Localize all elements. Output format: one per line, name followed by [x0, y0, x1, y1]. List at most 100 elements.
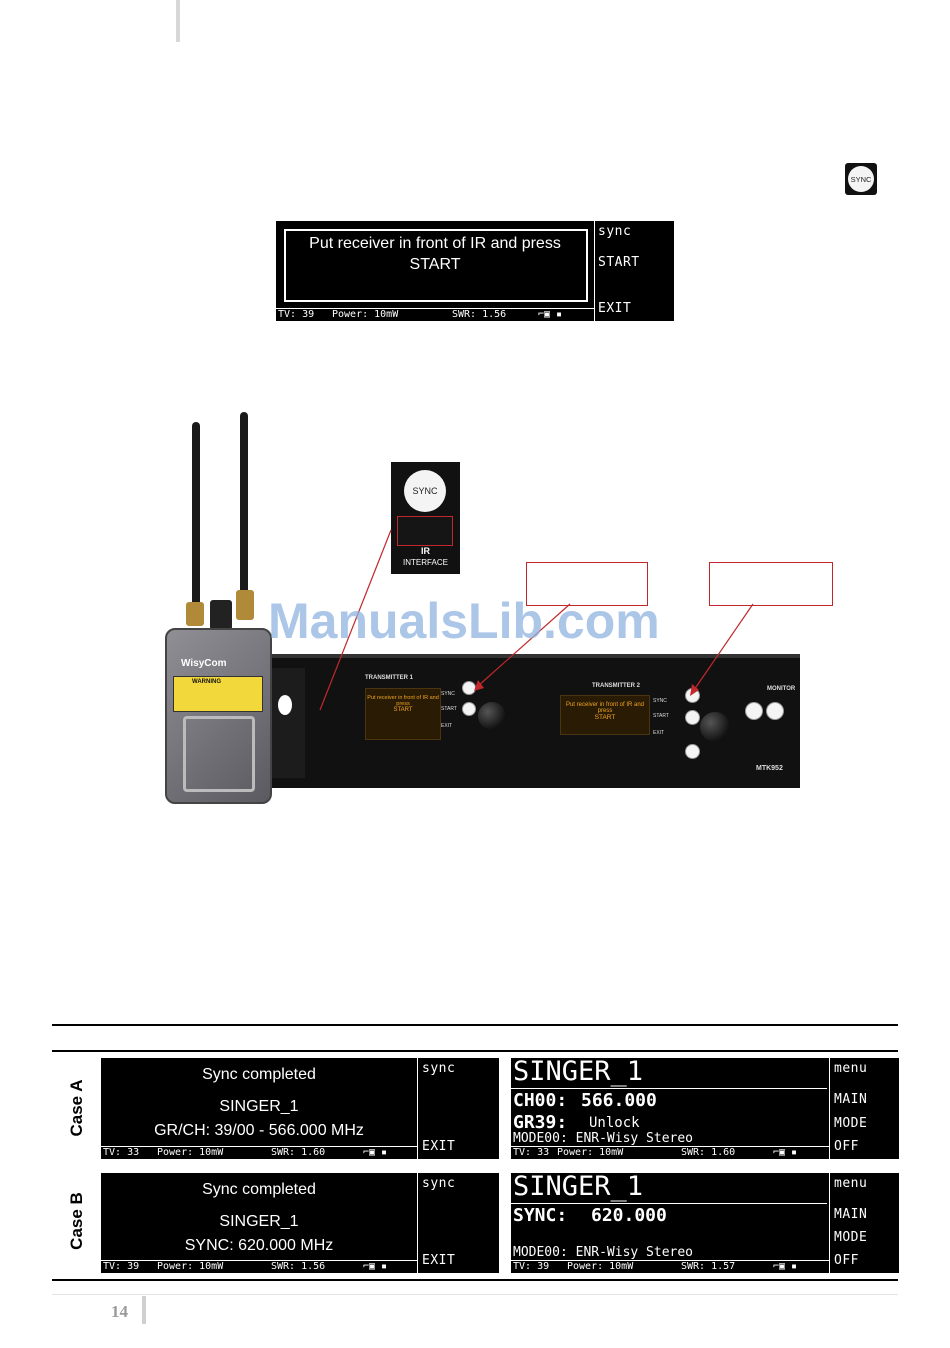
transmitter2-knob [700, 712, 730, 742]
status-divider [276, 308, 594, 309]
ir-window [397, 516, 453, 546]
footer-rule [52, 1294, 898, 1295]
transmitter2-button-mid [685, 710, 700, 725]
case-b-menu-main: MAIN [834, 1207, 868, 1222]
case-b-status-power: Power: 10mW [157, 1261, 224, 1272]
case-a-menu-main: MAIN [834, 1092, 868, 1107]
status-icons: ⌐▣ ▪ [538, 309, 563, 320]
sync-message-line2: START [409, 256, 461, 273]
transmitter2-msg-line2: START [594, 714, 616, 721]
arrow-transmitter2 [693, 603, 754, 691]
case-a-status-icons: ⌐▣ ▪ [363, 1147, 388, 1158]
case-a-line2: SINGER_1 [219, 1098, 299, 1115]
case-b-main-status-divider [511, 1260, 829, 1261]
case-a-row3: MODE00: ENR-Wisy Stereo [513, 1131, 694, 1146]
case-b-main-status-swr: SWR: 1.57 [681, 1261, 736, 1272]
case-b-row1-key: SYNC: [513, 1205, 568, 1226]
ir-interface-label: INTERFACE [403, 558, 448, 567]
sync-message-line1: Put receiver in front of IR and press [309, 235, 561, 252]
case-b-menu-column [829, 1173, 900, 1273]
case-b-name-underline [511, 1203, 827, 1204]
header-divider [176, 0, 180, 42]
case-b-line1: Sync completed [202, 1181, 316, 1198]
monitor-button-2 [766, 702, 784, 720]
case-a-row2-key: GR39: [513, 1112, 568, 1133]
case-a-status-power: Power: 10mW [157, 1147, 224, 1158]
warning-label: WARNING [192, 679, 221, 685]
sync-button-icon: SYNC [845, 163, 877, 195]
case-a-row1-key: CH00: [513, 1090, 568, 1111]
case-b-softkey-title: sync [422, 1176, 456, 1191]
case-a-main-status-tv: TV: 33 [513, 1147, 550, 1158]
case-a-status-divider [101, 1146, 417, 1147]
case-b-row1-val: 620.000 [591, 1205, 667, 1226]
status-swr: SWR: 1.56 [452, 309, 507, 320]
case-b-main-status-power: Power: 10mW [567, 1261, 634, 1272]
case-a-name: SINGER_1 [513, 1056, 644, 1087]
arrow-transmitter1 [477, 603, 571, 687]
case-a-main-screen: SINGER_1 CH00: 566.000 GR39: Unlock MODE… [511, 1056, 900, 1159]
table-bottom-rule [52, 1279, 898, 1281]
case-b-status-icons: ⌐▣ ▪ [363, 1261, 388, 1272]
arrowhead-transmitter1 [474, 680, 484, 691]
case-a-status-swr: SWR: 1.60 [271, 1147, 326, 1158]
case-a-row2-val: Unlock [589, 1115, 640, 1131]
case-b-sync-screen: Sync completed SINGER_1 SYNC: 620.000 MH… [101, 1173, 499, 1273]
case-a-menu-column [829, 1058, 900, 1159]
case-a-main-status-power: Power: 10mW [557, 1147, 624, 1158]
transmitter2-label: TRANSMITTER 2 [592, 683, 640, 689]
case-b-name: SINGER_1 [513, 1171, 644, 1202]
monitor-button-3 [745, 702, 763, 720]
case-b-line3: SYNC: 620.000 MHz [184, 1237, 334, 1254]
transmitter1-knob [478, 702, 506, 730]
softkey-title: sync [598, 224, 632, 239]
case-a-menu-title: menu [834, 1061, 868, 1076]
receiver-knob [210, 600, 232, 630]
inset-sync-label: SYNC [412, 486, 438, 496]
arrowhead-transmitter2 [690, 684, 699, 696]
antenna-connector-left [186, 602, 204, 626]
transmitter2-display: Put receiver in front of IR and press ST… [560, 695, 650, 735]
transmitter1-label: TRANSMITTER 1 [365, 675, 413, 681]
softkey-exit: EXIT [598, 301, 632, 316]
table-header-rule [52, 1050, 898, 1052]
status-power: Power: 10mW [332, 309, 399, 320]
case-a-label: Case A [67, 1079, 86, 1137]
softkey-column [594, 221, 675, 321]
antenna-connector-right [236, 590, 254, 620]
arrow-ir-to-sync [319, 529, 392, 711]
sync-icon-label: SYNC [850, 174, 872, 184]
case-a-main-status-icons: ⌐▣ ▪ [773, 1147, 798, 1158]
transmitter1-soft-sync: SYNC [441, 691, 455, 697]
case-a-sync-screen: Sync completed SINGER_1 GR/CH: 39/00 - 5… [101, 1058, 499, 1159]
case-b-row3: MODE00: ENR-Wisy Stereo [513, 1245, 694, 1260]
transmitter1-button-mid [462, 702, 476, 716]
case-b-status-swr: SWR: 1.56 [271, 1261, 326, 1272]
case-b-main-status-icons: ⌐▣ ▪ [773, 1261, 798, 1272]
case-a-line1: Sync completed [202, 1066, 316, 1083]
case-a-menu-off: OFF [834, 1139, 859, 1154]
case-a-line3: GR/CH: 39/00 - 566.000 MHz [154, 1122, 364, 1139]
case-b-main-screen: SINGER_1 SYNC: 620.000 MODE00: ENR-Wisy … [511, 1171, 900, 1273]
transmitter1-soft-exit: EXIT [441, 723, 453, 729]
antenna-right [240, 412, 248, 612]
rack-ear-hole [278, 695, 292, 715]
case-a-menu-mode: MODE [834, 1116, 868, 1131]
warning-sticker: WARNING [173, 676, 263, 712]
case-a-softkey-column [417, 1058, 500, 1159]
watermark: ManualsLib.com [268, 593, 660, 649]
receiver-body: WisyCom WARNING [165, 628, 272, 804]
case-a-row1-val: 566.000 [581, 1090, 657, 1111]
status-tv: TV: 39 [278, 309, 315, 320]
table-top-rule [52, 1024, 898, 1026]
case-b-menu-mode: MODE [834, 1230, 868, 1245]
softkey-start: START [598, 255, 640, 270]
case-a-main-status-divider [511, 1146, 829, 1147]
callout-arrows [319, 529, 754, 711]
case-a-name-underline [511, 1088, 827, 1089]
belt-clip [183, 716, 255, 792]
case-a-softkey-title: sync [422, 1061, 456, 1076]
device-photo: TRANSMITTER 1 Put receiver in front of I… [160, 410, 833, 805]
callout-box-transmitter1 [526, 562, 648, 606]
transmitter2-button-low [685, 744, 700, 759]
